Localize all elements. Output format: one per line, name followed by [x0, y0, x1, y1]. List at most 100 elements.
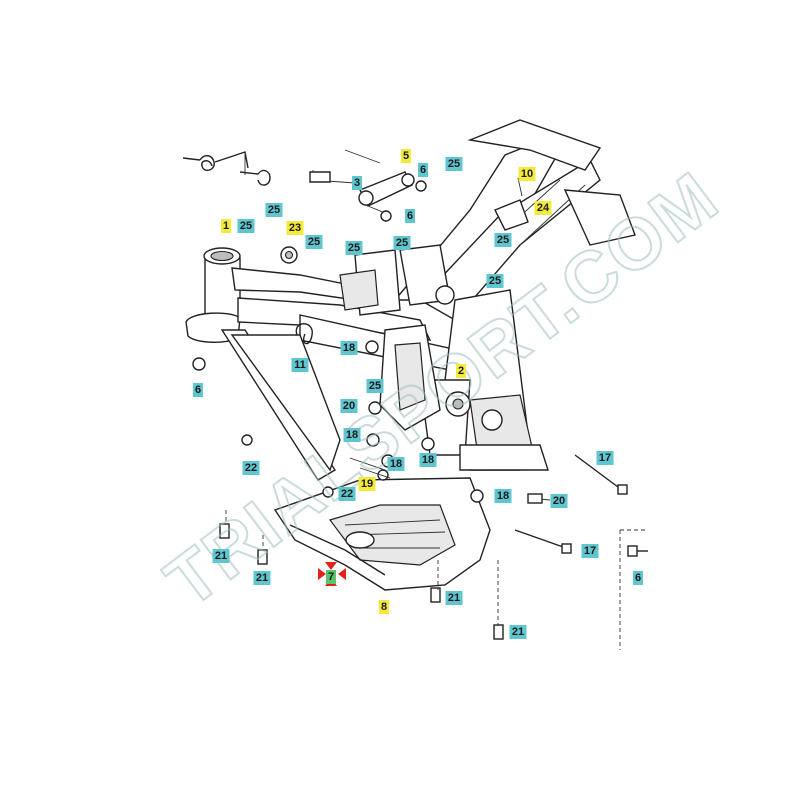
callout-number: 6: [420, 164, 426, 176]
callout-number: 25: [497, 234, 509, 246]
callout-bg: [550, 494, 568, 508]
callout-8: 8: [379, 600, 389, 614]
callout-bg: [212, 549, 230, 563]
callout-25: 25: [494, 233, 512, 247]
callout-number: 20: [553, 495, 565, 507]
callout-bg: [286, 221, 304, 235]
callout-18: 18: [343, 428, 361, 442]
callout-18: 18: [494, 489, 512, 503]
callout-bg: [486, 274, 504, 288]
callout-20: 20: [550, 494, 568, 508]
callout-bg: [338, 487, 356, 501]
callout-bg: [221, 219, 231, 233]
callout-bg: [419, 453, 437, 467]
callout-number: 10: [521, 168, 533, 180]
callout-bg: [456, 364, 466, 378]
callout-number: 25: [489, 275, 501, 287]
callout-number: 1: [223, 220, 229, 232]
callout-number: 25: [448, 158, 460, 170]
callout-number: 19: [361, 478, 373, 490]
callout-bg: [265, 203, 283, 217]
callout-number: 22: [341, 488, 353, 500]
callout-number: 17: [599, 452, 611, 464]
callout-bg: [193, 383, 203, 397]
callout-22: 22: [338, 487, 356, 501]
callout-6: 6: [405, 209, 415, 223]
callout-number: 25: [308, 236, 320, 248]
callout-18: 18: [387, 457, 405, 471]
callout-bg: [445, 591, 463, 605]
callout-25: 25: [305, 235, 323, 249]
callout-bg: [401, 149, 411, 163]
callout-number: 18: [390, 458, 402, 470]
callout-bg: [509, 625, 527, 639]
callout-number: 3: [354, 177, 360, 189]
head-tube: [185, 247, 241, 343]
spring-detail: [182, 151, 271, 186]
callout-6: 6: [193, 383, 203, 397]
callout-number: 6: [195, 384, 201, 396]
callout-bg: [305, 235, 323, 249]
callout-number: 24: [537, 202, 550, 214]
callout-25: 25: [345, 241, 363, 255]
callout-bg: [387, 457, 405, 471]
callout-11: 11: [291, 358, 309, 372]
callout-18: 18: [340, 341, 358, 355]
callout-17: 17: [596, 451, 614, 465]
callout-bg: [534, 201, 552, 215]
callout-bg: [253, 571, 271, 585]
callout-bg: [326, 570, 336, 584]
callout-number: 11: [294, 359, 306, 371]
callout-number: 18: [497, 490, 509, 502]
callout-2: 2: [456, 364, 466, 378]
fasteners: [192, 180, 628, 640]
callout-number: 18: [422, 454, 434, 466]
callout-number: 5: [403, 150, 409, 162]
callout-number: 21: [256, 572, 268, 584]
callout-21: 21: [509, 625, 527, 639]
callout-number: 25: [396, 237, 408, 249]
callout-25: 25: [366, 379, 384, 393]
callout-5: 5: [401, 149, 411, 163]
callout-17: 17: [581, 544, 599, 558]
callout-bg: [242, 461, 260, 475]
callout-25: 25: [486, 274, 504, 288]
callout-bg: [494, 233, 512, 247]
callout-bg: [596, 451, 614, 465]
callout-number: 17: [584, 545, 596, 557]
callout-bg: [494, 489, 512, 503]
callout-bg: [633, 571, 643, 585]
callout-number: 18: [346, 429, 358, 441]
callout-bg: [379, 600, 389, 614]
callout-10: 10: [518, 167, 536, 181]
callout-bg: [237, 219, 255, 233]
callout-number: 6: [635, 572, 641, 584]
callout-bg: [352, 176, 362, 190]
callout-24: 24: [534, 201, 552, 215]
callout-bg: [518, 167, 536, 181]
callout-25: 25: [445, 157, 463, 171]
callout-number: 20: [343, 400, 355, 412]
callout-number: 18: [343, 342, 355, 354]
callout-number: 7: [328, 571, 334, 583]
callout-bg: [343, 428, 361, 442]
callout-bg: [358, 477, 376, 491]
callout-number: 25: [268, 204, 280, 216]
callout-6: 6: [418, 163, 428, 177]
callout-21: 21: [445, 591, 463, 605]
callout-number: 21: [512, 626, 524, 638]
callout-3: 3: [352, 176, 362, 190]
callout-bg: [340, 341, 358, 355]
callout-number: 25: [240, 220, 252, 232]
callout-25: 25: [393, 236, 411, 250]
callout-25: 25: [237, 219, 255, 233]
callout-bg: [345, 241, 363, 255]
detail-box: [619, 529, 648, 650]
callout-bg: [366, 379, 384, 393]
skid-plate: [273, 477, 491, 591]
callout-1: 1: [221, 219, 231, 233]
callout-number: 25: [348, 242, 360, 254]
callout-bg: [418, 163, 428, 177]
